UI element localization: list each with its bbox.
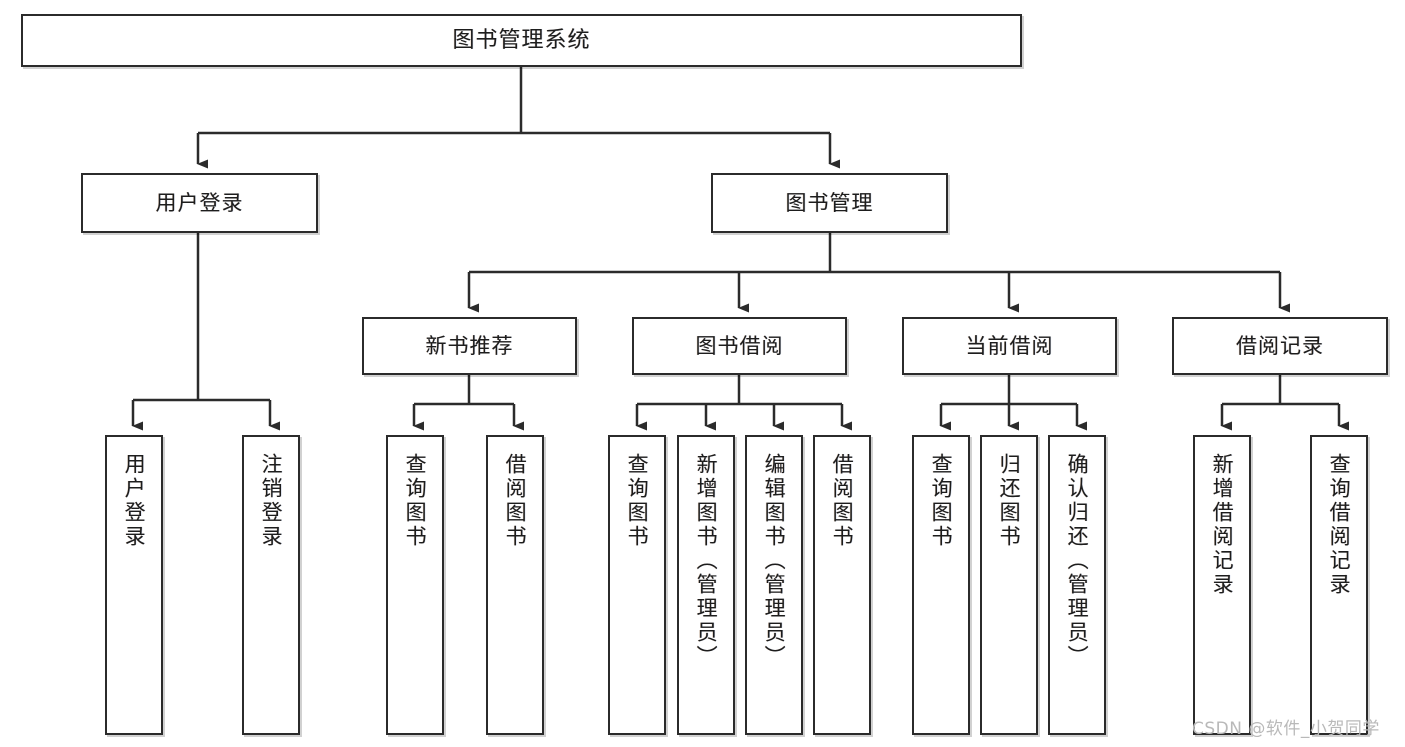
node-label: 当前借阅 <box>965 333 1054 358</box>
leaf-current-borrow-query-book[interactable]: 查询图书 <box>912 435 970 735</box>
leaf-label: 归还图书 <box>997 453 1022 549</box>
leaf-label: 查询借阅记录 <box>1327 453 1352 597</box>
node-label: 借阅记录 <box>1236 333 1324 358</box>
leaf-current-borrow-confirm-return[interactable]: 确认归还（管理员） <box>1048 435 1106 735</box>
leaf-label: 确认归还（管理员） <box>1065 453 1090 669</box>
leaf-label: 借阅图书 <box>503 453 528 549</box>
node-new-book-recommend[interactable]: 新书推荐 <box>362 317 577 375</box>
leaf-label: 编辑图书（管理员） <box>762 453 787 669</box>
node-label: 新书推荐 <box>425 333 514 358</box>
node-label: 用户登录 <box>155 190 244 215</box>
node-label: 图书管理系统 <box>452 27 591 53</box>
leaf-label: 注销登录 <box>259 453 284 549</box>
node-current-borrow[interactable]: 当前借阅 <box>902 317 1117 375</box>
leaf-label: 新增借阅记录 <box>1210 453 1235 597</box>
leaf-label: 新增图书（管理员） <box>694 453 719 669</box>
leaf-new-book-query-book[interactable]: 查询图书 <box>386 435 444 735</box>
leaf-borrow-record-query-record[interactable]: 查询借阅记录 <box>1310 435 1368 735</box>
node-book-management-system[interactable]: 图书管理系统 <box>21 14 1022 67</box>
leaf-label: 用户登录 <box>122 453 147 549</box>
leaf-book-borrow-edit-book[interactable]: 编辑图书（管理员） <box>745 435 803 735</box>
leaf-label: 查询图书 <box>929 453 954 549</box>
leaf-new-book-borrow-book[interactable]: 借阅图书 <box>486 435 544 735</box>
node-user-login[interactable]: 用户登录 <box>81 173 318 233</box>
leaf-borrow-record-add-record[interactable]: 新增借阅记录 <box>1193 435 1251 735</box>
leaf-current-borrow-return-book[interactable]: 归还图书 <box>980 435 1038 735</box>
leaf-label: 查询图书 <box>625 453 650 549</box>
node-label: 图书管理 <box>785 190 874 215</box>
leaf-user-login-login[interactable]: 用户登录 <box>105 435 163 735</box>
leaf-label: 查询图书 <box>403 453 428 549</box>
leaf-book-borrow-query-book[interactable]: 查询图书 <box>608 435 666 735</box>
leaf-book-borrow-add-book[interactable]: 新增图书（管理员） <box>677 435 735 735</box>
leaf-label: 借阅图书 <box>830 453 855 549</box>
leaf-book-borrow-borrow-book[interactable]: 借阅图书 <box>813 435 871 735</box>
node-book-borrow[interactable]: 图书借阅 <box>632 317 847 375</box>
node-book-management[interactable]: 图书管理 <box>711 173 948 233</box>
node-label: 图书借阅 <box>695 333 784 358</box>
leaf-user-login-logout[interactable]: 注销登录 <box>242 435 300 735</box>
node-borrow-record[interactable]: 借阅记录 <box>1172 317 1388 375</box>
